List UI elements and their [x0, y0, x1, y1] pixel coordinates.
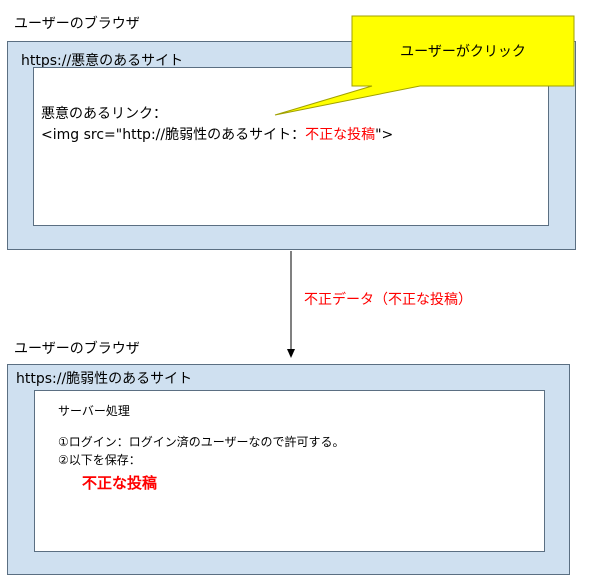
flow-label: 不正データ（不正な投稿）	[304, 292, 472, 308]
bottom-browser-title: ユーザーのブラウザ	[14, 341, 140, 357]
malicious-link-code: <img src="http://脆弱性のあるサイト：不正な投稿">	[41, 124, 393, 144]
saved-malicious-post: 不正な投稿	[82, 474, 158, 492]
callout-text: ユーザーがクリック	[400, 44, 526, 60]
top-page-content	[33, 67, 549, 226]
step-login: ①ログイン：ログイン済のユーザーなので許可する。	[58, 435, 345, 449]
malicious-link-label: 悪意のあるリンク：	[41, 106, 167, 122]
top-browser-url: https://悪意のあるサイト	[21, 53, 184, 69]
bottom-page-content	[34, 390, 545, 552]
step-save: ②以下を保存：	[58, 453, 141, 467]
link-code-suffix: ">	[375, 127, 394, 143]
link-code-prefix: <img src="http://脆弱性のあるサイト：	[41, 127, 306, 143]
bottom-browser-url: https://脆弱性のあるサイト	[16, 371, 193, 387]
server-process-title: サーバー処理	[58, 404, 130, 418]
link-code-highlight: 不正な投稿	[305, 127, 376, 143]
top-browser-title: ユーザーのブラウザ	[14, 16, 140, 32]
